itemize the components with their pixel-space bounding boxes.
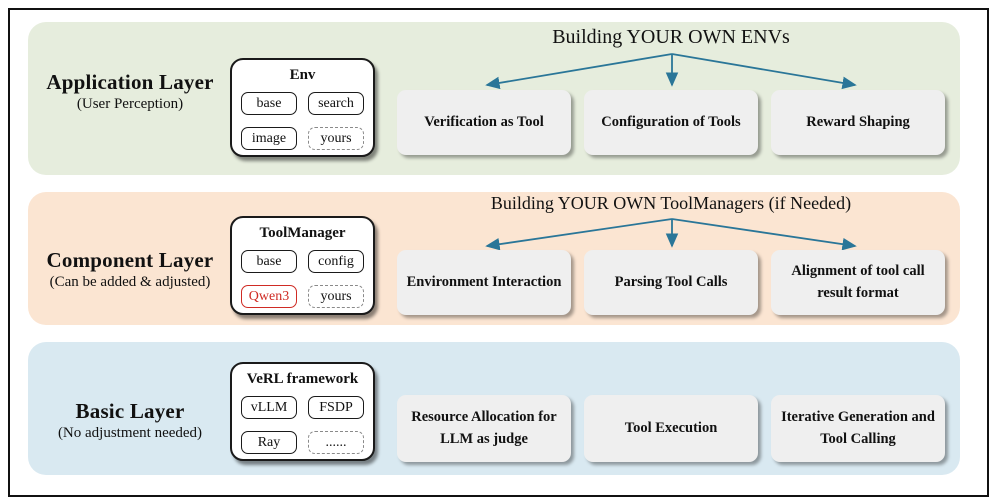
flow-target-box: Resource Allocation for LLM as judge bbox=[397, 395, 571, 462]
verl-module-box: VeRL framework vLLM FSDP Ray ...... bbox=[230, 362, 375, 461]
layer-title: Basic Layer bbox=[75, 399, 185, 423]
layer-subtitle: (User Perception) bbox=[76, 96, 184, 113]
module-chips: base config Qwen3 yours bbox=[241, 250, 364, 308]
module-chip-fsdp: FSDP bbox=[308, 396, 364, 419]
outer-frame bbox=[8, 8, 989, 497]
module-chip-search: search bbox=[308, 92, 364, 115]
module-title: VeRL framework bbox=[246, 371, 359, 387]
toolmanager-module-box: ToolManager base config Qwen3 yours bbox=[230, 216, 375, 315]
arrow-fan-icon bbox=[485, 218, 857, 251]
layer-title: Application Layer bbox=[46, 70, 214, 94]
module-chip-image: image bbox=[241, 127, 297, 150]
module-chip-ray: Ray bbox=[241, 431, 297, 454]
module-chip-base: base bbox=[241, 92, 297, 115]
layer-subtitle: (No adjustment needed) bbox=[57, 425, 203, 442]
flow-target-box: Tool Execution bbox=[584, 395, 758, 462]
flow-target-box: Configuration of Tools bbox=[584, 90, 758, 155]
flow-target-box: Parsing Tool Calls bbox=[584, 250, 758, 315]
module-chips: base search image yours bbox=[241, 92, 364, 150]
module-chip-base: base bbox=[241, 250, 297, 273]
module-title: ToolManager bbox=[259, 225, 346, 241]
module-chip-vllm: vLLM bbox=[241, 396, 297, 419]
flow-target-box: Reward Shaping bbox=[771, 90, 945, 155]
layer-title: Component Layer bbox=[46, 248, 214, 272]
layer-subtitle: (Can be added & adjusted) bbox=[49, 274, 211, 291]
module-chip-ellipsis: ...... bbox=[308, 431, 364, 454]
flow-target-box: Alignment of tool call result format bbox=[771, 250, 945, 315]
flow-target-box: Verification as Tool bbox=[397, 90, 571, 155]
module-chip-yours: yours bbox=[308, 127, 364, 150]
module-chip-config: config bbox=[308, 250, 364, 273]
basic-layer-label: Basic Layer (No adjustment needed) bbox=[30, 399, 230, 442]
flow-target-box: Iterative Generation and Tool Calling bbox=[771, 395, 945, 462]
flow-title: Building YOUR OWN ENVs bbox=[552, 26, 790, 48]
flow-title: Building YOUR OWN ToolManagers (if Neede… bbox=[490, 193, 852, 213]
module-chips: vLLM FSDP Ray ...... bbox=[241, 396, 364, 454]
flow-target-box: Environment Interaction bbox=[397, 250, 571, 315]
arrow-fan-icon bbox=[485, 53, 857, 90]
module-title: Env bbox=[289, 67, 316, 83]
module-chip-yours: yours bbox=[308, 285, 364, 308]
component-layer-label: Component Layer (Can be added & adjusted… bbox=[30, 248, 230, 291]
env-module-box: Env base search image yours bbox=[230, 58, 375, 157]
application-layer-label: Application Layer (User Perception) bbox=[30, 70, 230, 113]
module-chip-qwen3: Qwen3 bbox=[241, 285, 297, 308]
